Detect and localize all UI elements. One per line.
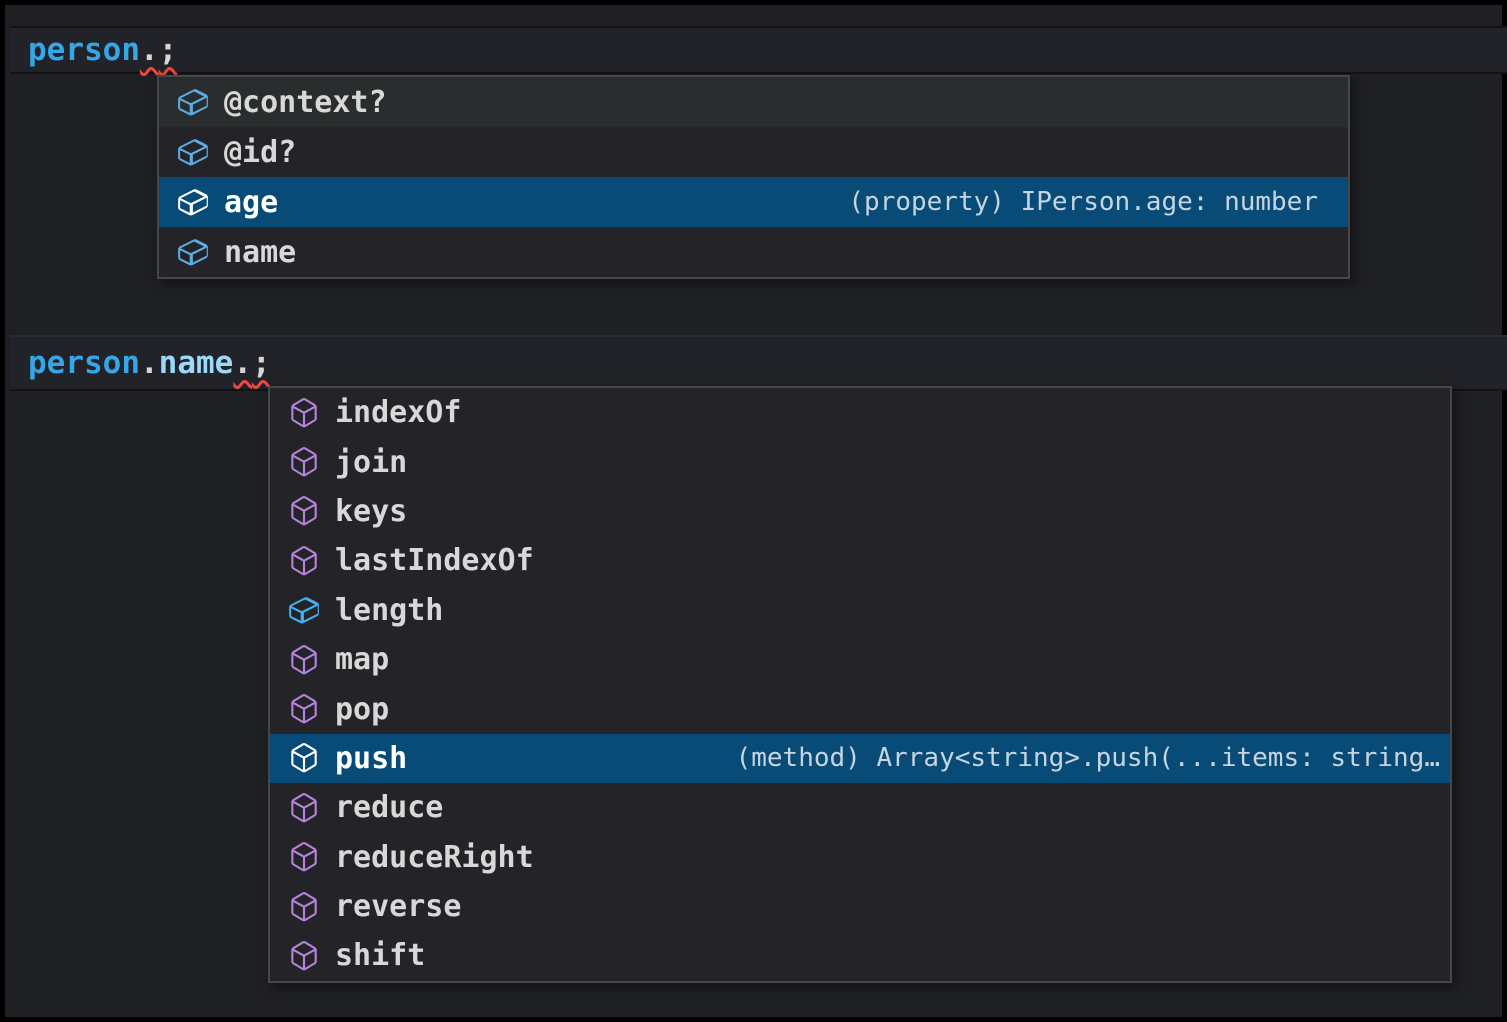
symbol-field-icon: [178, 89, 208, 116]
code-line-1[interactable]: person.;: [10, 26, 1507, 74]
suggest-widget-person: @context? @id? age (property) IPerson.age: …: [157, 75, 1350, 279]
code-token-property: name: [158, 345, 234, 381]
code-token-punct-error: ;: [158, 32, 178, 68]
suggestion-item-map[interactable]: map: [270, 635, 1450, 684]
suggestion-label: length: [335, 592, 444, 628]
suggestion-item-id[interactable]: @id?: [159, 127, 1348, 177]
suggestion-detail: (property) IPerson.age: number: [848, 187, 1318, 217]
suggestion-label: @id?: [224, 134, 297, 170]
symbol-method-icon: [291, 447, 317, 477]
symbol-method-icon: [291, 694, 317, 724]
suggestion-label: join: [335, 444, 408, 480]
code-token-variable: person: [28, 32, 140, 68]
suggestion-item-indexof[interactable]: indexOf: [270, 388, 1450, 437]
suggestion-item-reduce[interactable]: reduce: [270, 783, 1450, 832]
code-token-punct-error: .: [233, 345, 252, 381]
symbol-method-icon: [291, 792, 317, 823]
suggestion-item-push[interactable]: push (method) Array<string>.push(...items…: [270, 733, 1450, 784]
symbol-method-icon: [291, 743, 317, 773]
code-token-punct-error: ;: [251, 345, 271, 381]
suggestion-item-reduceright[interactable]: reduceRight: [270, 833, 1450, 882]
code-token-punct-error: .: [139, 32, 159, 68]
code-text-line-2: person.name.;: [10, 345, 271, 381]
suggestion-label: push: [335, 740, 408, 776]
suggestion-label: keys: [335, 493, 408, 529]
suggestion-label: lastIndexOf: [335, 543, 534, 579]
symbol-method-icon: [291, 941, 317, 971]
symbol-method-icon: [291, 891, 317, 921]
code-line-2[interactable]: person.name.;: [10, 335, 1507, 391]
suggestion-label: reduce: [335, 790, 444, 826]
suggestion-item-shift[interactable]: shift: [270, 931, 1450, 980]
symbol-method-icon: [291, 397, 317, 427]
symbol-field-icon: [178, 139, 208, 166]
code-text-line-1: person.;: [10, 32, 177, 68]
suggestion-item-context[interactable]: @context?: [159, 77, 1348, 127]
symbol-method-icon: [291, 545, 317, 576]
suggestion-item-keys[interactable]: keys: [270, 487, 1450, 536]
symbol-method-icon: [291, 842, 317, 872]
suggestion-label: pop: [335, 691, 390, 727]
symbol-field-icon: [178, 239, 208, 266]
suggestion-label: shift: [335, 938, 426, 974]
suggestion-label: name: [224, 234, 297, 270]
suggestion-label: @context?: [224, 84, 387, 120]
symbol-method-icon: [291, 496, 317, 526]
code-token-variable: person: [28, 345, 140, 381]
suggestion-item-name[interactable]: name: [159, 227, 1348, 277]
suggestion-label: reverse: [335, 889, 462, 925]
suggest-widget-person-name: indexOf join keys lastIndexOf length map pop pu…: [268, 386, 1452, 983]
suggestion-item-lastindexof[interactable]: lastIndexOf: [270, 536, 1450, 585]
code-token-punct: .: [139, 345, 159, 381]
suggestion-detail: (method) Array<string>.push(...items: st…: [735, 743, 1440, 774]
suggestion-item-reverse[interactable]: reverse: [270, 882, 1450, 931]
symbol-field-icon: [289, 597, 319, 624]
suggestion-item-length[interactable]: length: [270, 586, 1450, 635]
suggestion-label: indexOf: [335, 395, 462, 431]
suggestion-item-age[interactable]: age (property) IPerson.age: number: [159, 177, 1348, 227]
symbol-method-icon: [291, 644, 317, 674]
symbol-field-icon: [178, 189, 208, 216]
suggestion-label: age: [224, 184, 279, 220]
suggestion-item-pop[interactable]: pop: [270, 684, 1450, 733]
suggestion-label: map: [335, 642, 390, 678]
suggestion-item-join[interactable]: join: [270, 437, 1450, 486]
suggestion-label: reduceRight: [335, 839, 534, 875]
